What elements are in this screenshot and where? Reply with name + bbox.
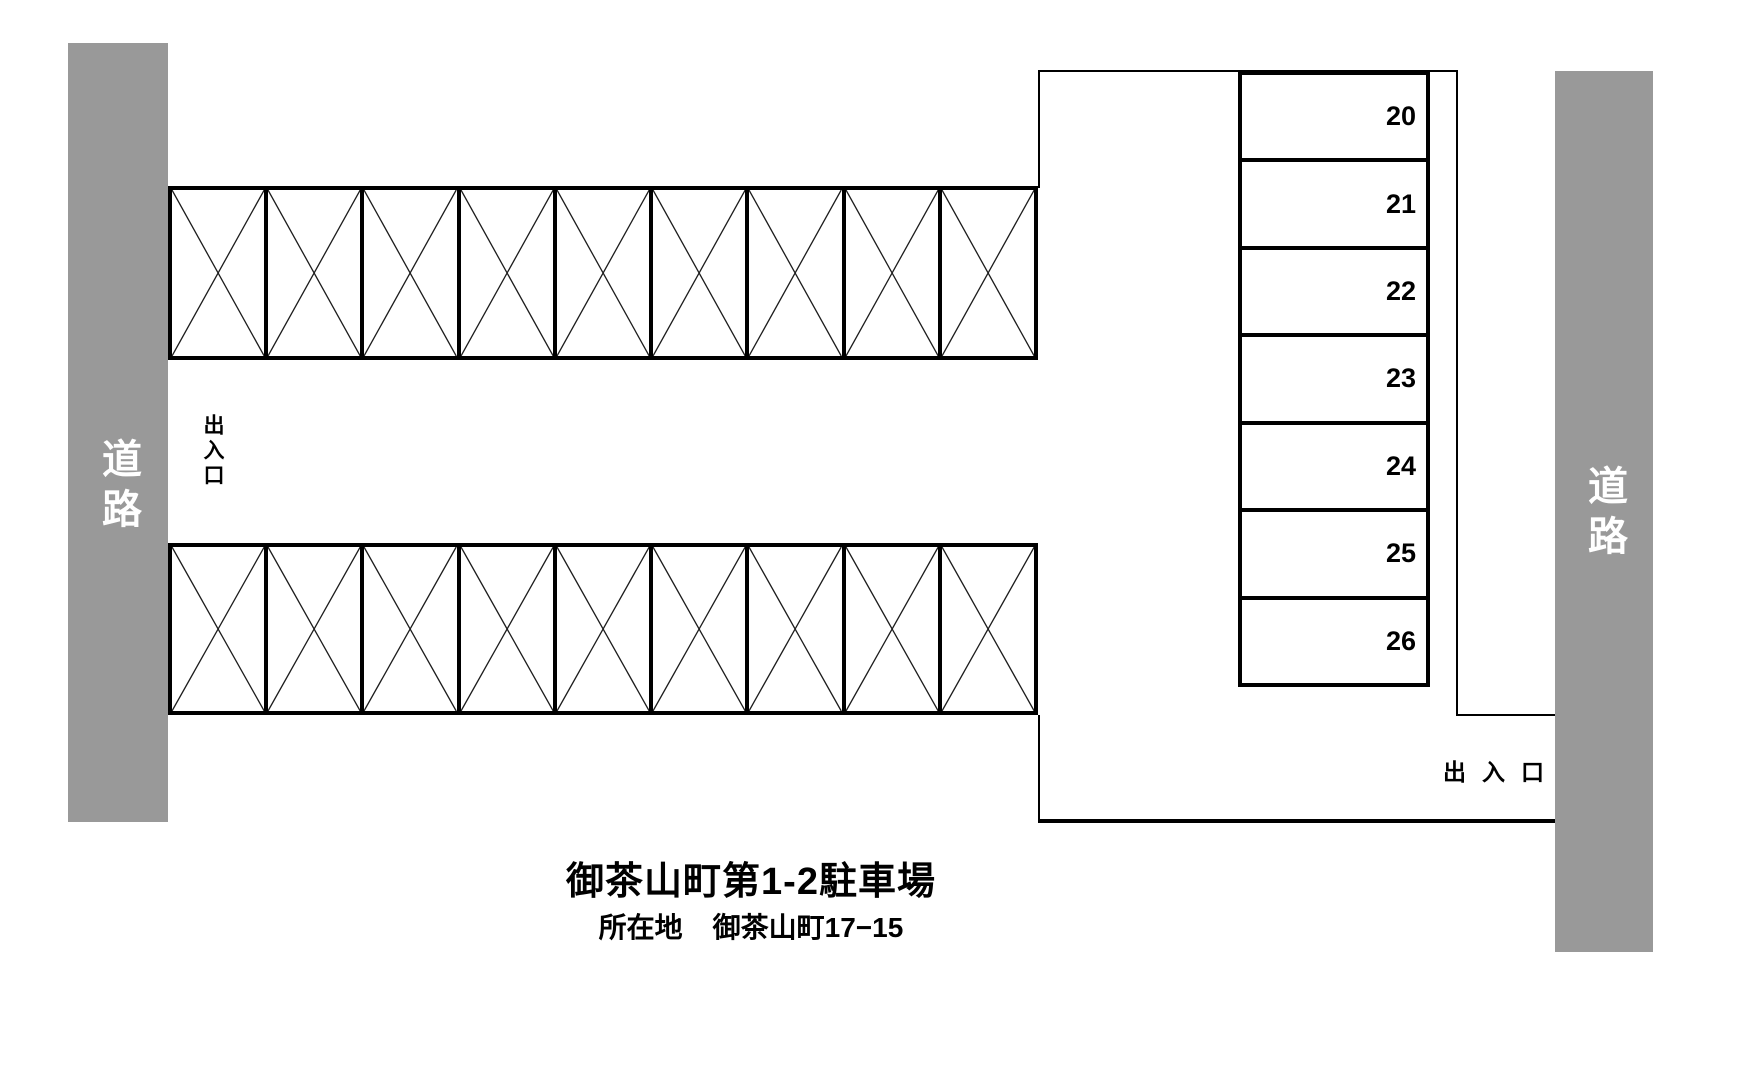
x-mark-icon (364, 190, 456, 356)
lot-boundary-left-upper (1038, 70, 1040, 188)
crossed-spaces-row-top (168, 186, 1038, 360)
address-value: 御茶山町17−15 (712, 912, 904, 943)
crossed-spaces-row-bottom (168, 543, 1038, 715)
lot-boundary-bottom (1038, 819, 1555, 823)
crossed-space-cell (653, 547, 750, 711)
parking-space-23: 23 (1242, 337, 1426, 425)
parking-space-25: 25 (1242, 512, 1426, 600)
x-mark-icon (653, 547, 745, 711)
crossed-space-cell (653, 190, 750, 356)
x-mark-icon (172, 190, 264, 356)
crossed-space-cell (942, 547, 1034, 711)
left-road-bar: 道路 (68, 43, 168, 822)
crossed-space-cell (364, 190, 461, 356)
x-mark-icon (653, 190, 745, 356)
x-mark-icon (557, 547, 649, 711)
right-road-bar: 道路 (1555, 71, 1653, 952)
parking-space-26: 26 (1242, 600, 1426, 683)
x-mark-icon (749, 190, 841, 356)
x-mark-icon (942, 190, 1034, 356)
crossed-space-cell (846, 547, 942, 711)
crossed-space-cell (268, 190, 365, 356)
crossed-space-cell (749, 190, 846, 356)
lot-address: 所在地 御茶山町17−15 (401, 906, 1101, 946)
x-mark-icon (461, 190, 553, 356)
x-mark-icon (749, 547, 841, 711)
space-number: 24 (1385, 450, 1416, 481)
entrance-label-left: 出入口 (201, 414, 224, 489)
space-number: 26 (1385, 625, 1416, 656)
space-number: 21 (1385, 188, 1416, 219)
x-mark-icon (268, 190, 360, 356)
lot-boundary-top (1038, 70, 1458, 72)
address-label: 所在地 (598, 912, 683, 943)
parking-space-21: 21 (1242, 162, 1426, 250)
lot-title: 御茶山町第1-2駐車場 (566, 861, 936, 903)
entrance-label-right: 出入口 (1443, 759, 1560, 785)
crossed-space-cell (172, 547, 269, 711)
crossed-space-cell (846, 190, 942, 356)
space-number: 22 (1385, 276, 1416, 307)
crossed-space-cell (942, 190, 1034, 356)
x-mark-icon (461, 547, 553, 711)
lot-boundary-step (1456, 714, 1555, 716)
x-mark-icon (364, 547, 456, 711)
numbered-spaces-column: 20 21 22 23 24 25 26 (1238, 71, 1430, 687)
x-mark-icon (557, 190, 649, 356)
x-mark-icon (846, 547, 938, 711)
crossed-space-cell (172, 190, 269, 356)
x-mark-icon (846, 190, 938, 356)
parking-space-20: 20 (1242, 75, 1426, 163)
crossed-space-cell (557, 190, 654, 356)
left-road-label: 道路 (96, 438, 140, 538)
crossed-space-cell (364, 547, 461, 711)
lot-boundary-right (1456, 70, 1458, 716)
right-road-label: 道路 (1582, 465, 1626, 565)
x-mark-icon (172, 547, 264, 711)
space-number: 23 (1385, 363, 1416, 394)
x-mark-icon (942, 547, 1034, 711)
crossed-space-cell (557, 547, 654, 711)
x-mark-icon (268, 547, 360, 711)
crossed-space-cell (461, 547, 557, 711)
crossed-space-cell (268, 547, 365, 711)
parking-space-22: 22 (1242, 250, 1426, 338)
space-number: 20 (1385, 101, 1416, 132)
crossed-space-cell (461, 190, 557, 356)
lot-boundary-left-lower (1038, 715, 1040, 821)
crossed-space-cell (749, 547, 846, 711)
space-number: 25 (1385, 538, 1416, 569)
parking-space-24: 24 (1242, 425, 1426, 513)
